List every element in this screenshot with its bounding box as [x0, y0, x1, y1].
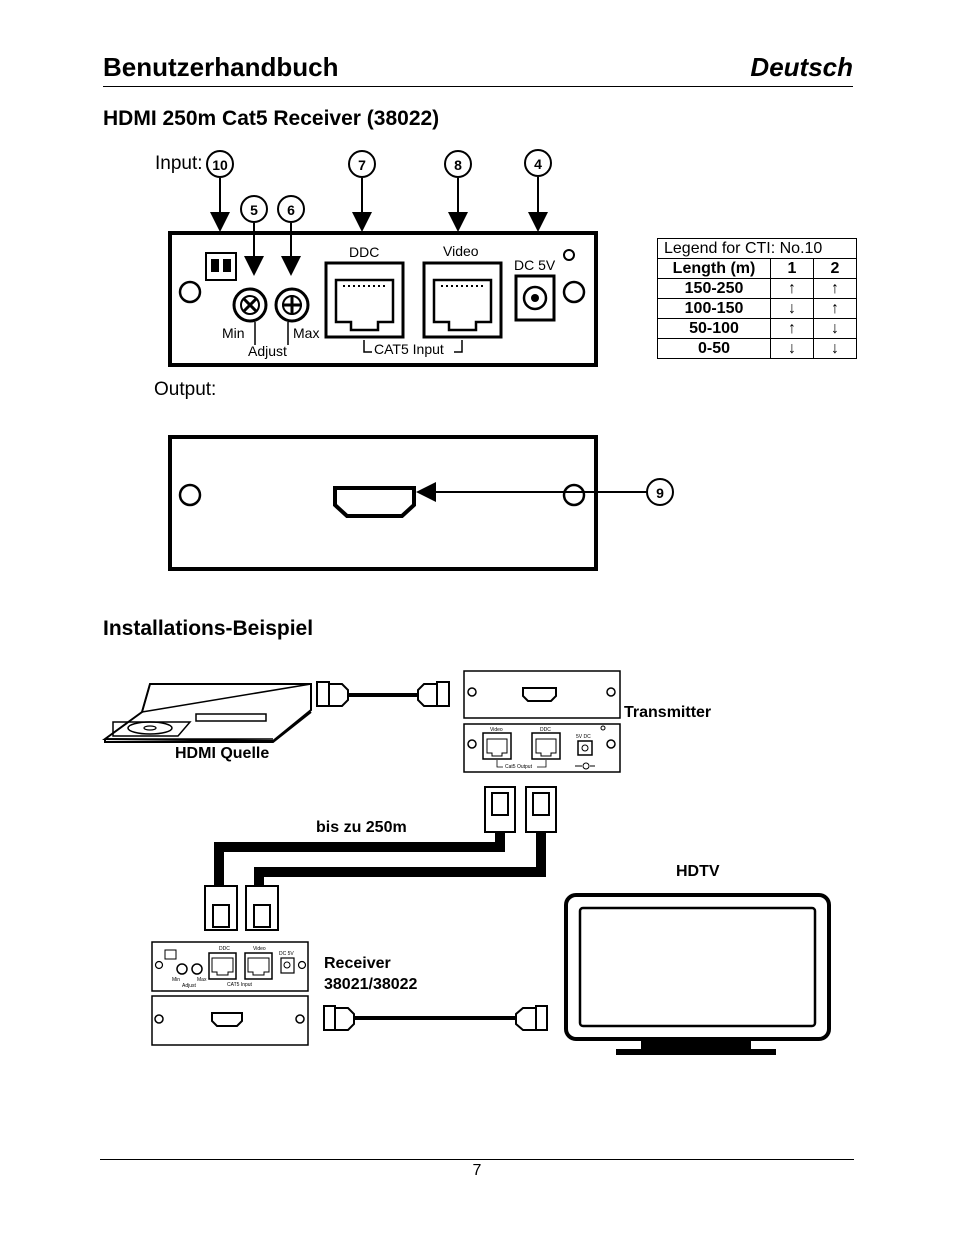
svg-text:Cat5 Output: Cat5 Output: [505, 764, 533, 770]
svg-text:8: 8: [454, 157, 462, 173]
page-header: Benutzerhandbuch Deutsch: [103, 52, 853, 87]
legend-row: 0-50 ↓ ↓: [657, 338, 857, 359]
svg-text:10: 10: [212, 157, 228, 173]
legend-switch1-cell: ↓: [770, 298, 814, 319]
cat5-input-label: CAT5 Input: [374, 341, 444, 357]
legend-row: 150-250 ↑ ↑: [657, 278, 857, 299]
svg-text:5V DC: 5V DC: [576, 734, 591, 740]
legend-length-cell: 50-100: [657, 318, 771, 339]
page-number: 7: [472, 1162, 482, 1179]
svg-text:7: 7: [358, 157, 366, 173]
hdmi-cable-bottom-icon: [323, 1005, 548, 1031]
legend-length-cell: 0-50: [657, 338, 771, 359]
callout-8: 8: [444, 150, 472, 232]
rj45-video-port-icon: [422, 261, 503, 339]
output-panel: [168, 435, 598, 571]
svg-text:4: 4: [534, 156, 542, 172]
legend-header-1: 1: [770, 258, 814, 279]
section-title-installation: Installations-Beispiel: [103, 617, 314, 640]
svg-text:9: 9: [656, 485, 664, 501]
svg-text:CAT5 Input: CAT5 Input: [227, 982, 253, 988]
hdtv-label: HDTV: [676, 863, 720, 880]
cti-legend-table: Legend for CTI: No.10 Length (m) 1 2 150…: [657, 238, 857, 359]
legend-caption: Legend for CTI: No.10: [657, 238, 857, 259]
legend-switch2-cell: ↓: [813, 318, 857, 339]
section-title-receiver: HDMI 250m Cat5 Receiver (38022): [103, 107, 440, 130]
receiver-label: Receiver: [324, 955, 391, 972]
hdmi-source-device-icon: [101, 683, 312, 743]
svg-text:Adjust: Adjust: [182, 983, 197, 989]
svg-text:Max: Max: [197, 977, 207, 983]
ddc-label: DDC: [349, 244, 379, 260]
svg-text:5: 5: [250, 202, 258, 218]
hdtv-icon: [564, 893, 831, 1055]
adjust-label: Adjust: [248, 343, 287, 359]
legend-switch2-cell: ↑: [813, 298, 857, 319]
legend-switch1-cell: ↑: [770, 318, 814, 339]
legend-header-2: 2: [813, 258, 857, 279]
receiver-model-label: 38021/38022: [324, 976, 418, 993]
input-label: Input:: [155, 153, 203, 174]
max-knob-icon: [274, 287, 310, 323]
legend-length-cell: 150-250: [657, 278, 771, 299]
output-label: Output:: [154, 379, 217, 400]
legend-row: 100-150 ↓ ↑: [657, 298, 857, 319]
legend-header-length: Length (m): [657, 258, 771, 279]
svg-text:DDC: DDC: [219, 946, 230, 952]
cat5-cables-icon: [204, 786, 557, 931]
language-label: Deutsch: [750, 52, 853, 82]
video-label: Video: [443, 243, 479, 259]
callout-4: 4: [524, 149, 552, 232]
max-label: Max: [293, 325, 319, 341]
legend-switch2-cell: ↓: [813, 338, 857, 359]
dip-switch-icon: [205, 252, 237, 281]
svg-text:DC 5V: DC 5V: [279, 951, 294, 957]
callout-10: 10: [206, 150, 234, 232]
rj45-ddc-port-icon: [324, 261, 405, 339]
callout-6: 6: [277, 195, 305, 276]
legend-switch1-cell: ↓: [770, 338, 814, 359]
svg-text:Video: Video: [490, 727, 503, 733]
callout-7: 7: [348, 150, 376, 232]
svg-text:6: 6: [287, 202, 295, 218]
legend-row: 50-100 ↑ ↓: [657, 318, 857, 339]
receiver-device: DDC Video DC 5V Min Max Adjust CAT5 Inpu…: [151, 941, 309, 1046]
hdmi-source-label: HDMI Quelle: [175, 745, 270, 762]
manual-title: Benutzerhandbuch: [103, 52, 339, 82]
legend-header-row: Length (m) 1 2: [657, 258, 857, 279]
min-knob-icon: [232, 287, 268, 323]
transmitter-device: Video DDC 5V DC Cat5 Output: [463, 670, 621, 773]
hdmi-cable-top-icon: [316, 681, 450, 707]
footer-divider: [100, 1159, 854, 1160]
hdmi-port-icon: [333, 486, 416, 518]
distance-label: bis zu 250m: [316, 819, 407, 836]
dc-label: DC 5V: [514, 257, 556, 273]
svg-text:DDC: DDC: [540, 727, 551, 733]
dc-jack-icon: [514, 274, 556, 322]
svg-text:Video: Video: [253, 946, 266, 952]
min-label: Min: [222, 325, 245, 341]
callout-9: 9: [416, 478, 674, 506]
input-panel: Min Max Adjust DDC Video CAT5 Input DC 5…: [168, 231, 598, 367]
svg-text:Min: Min: [172, 977, 180, 983]
transmitter-label: Transmitter: [624, 704, 712, 721]
legend-switch2-cell: ↑: [813, 278, 857, 299]
legend-length-cell: 100-150: [657, 298, 771, 319]
legend-switch1-cell: ↑: [770, 278, 814, 299]
callout-5: 5: [240, 195, 268, 276]
legend-caption-row: Legend for CTI: No.10: [657, 238, 857, 259]
